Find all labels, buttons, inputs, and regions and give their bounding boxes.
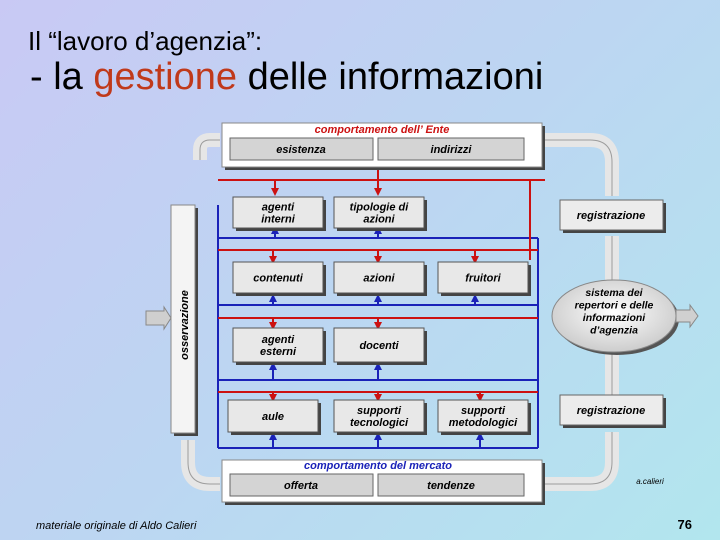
top-panel-label: comportamento dell’ Ente: [315, 124, 450, 136]
osservazione-input-arrow: [145, 305, 172, 331]
blue-arrows: [269, 226, 484, 448]
box-row2-2: fruitori: [437, 261, 531, 296]
top-box-esistenza: esistenza: [276, 144, 326, 156]
box-row2-1: azioni: [333, 261, 427, 296]
registrazione-bottom-label: registrazione: [577, 405, 645, 417]
osservazione-label: osservazione: [179, 290, 191, 360]
box-row4-0-label: aule: [262, 411, 284, 423]
registrazione-bottom: registrazione: [559, 394, 666, 428]
ellipse-output-arrow: [675, 303, 699, 329]
registrazione-top-label: registrazione: [577, 210, 645, 222]
box-row2-2-label: fruitori: [465, 273, 501, 285]
title-highlight: gestione: [93, 56, 238, 98]
box-row2-0-label: contenuti: [253, 273, 303, 285]
box-row4-0: aule: [227, 399, 321, 435]
footer-source: materiale originale di Aldo Calieri: [36, 520, 197, 532]
title-rest: delle informazioni: [237, 56, 544, 98]
page-number: 76: [677, 517, 692, 532]
slide-title-line1: Il “lavoro d’agenzia”:: [28, 26, 263, 56]
box-row2-1-label: azioni: [363, 273, 395, 285]
registrazione-top: registrazione: [559, 199, 666, 233]
box-row2-0: contenuti: [232, 261, 326, 296]
box-row3-1: docenti: [333, 327, 427, 365]
bottom-panel: comportamento del mercato offerta tenden…: [221, 459, 545, 505]
title-prefix: - la: [30, 56, 94, 98]
top-box-indirizzi: indirizzi: [431, 144, 473, 156]
bottom-box-offerta: offerta: [284, 480, 318, 492]
slide-title-line2: - la gestione delle informazioni: [30, 56, 543, 99]
bottom-panel-label: comportamento del mercato: [304, 460, 452, 472]
osservazione-bar: osservazione: [145, 204, 198, 436]
top-panel: comportamento dell’ Ente esistenza indir…: [221, 122, 545, 170]
box-row3-1-label: docenti: [359, 340, 399, 352]
bottom-box-tendenze: tendenze: [427, 480, 475, 492]
credit-label: a.calieri: [636, 477, 664, 486]
